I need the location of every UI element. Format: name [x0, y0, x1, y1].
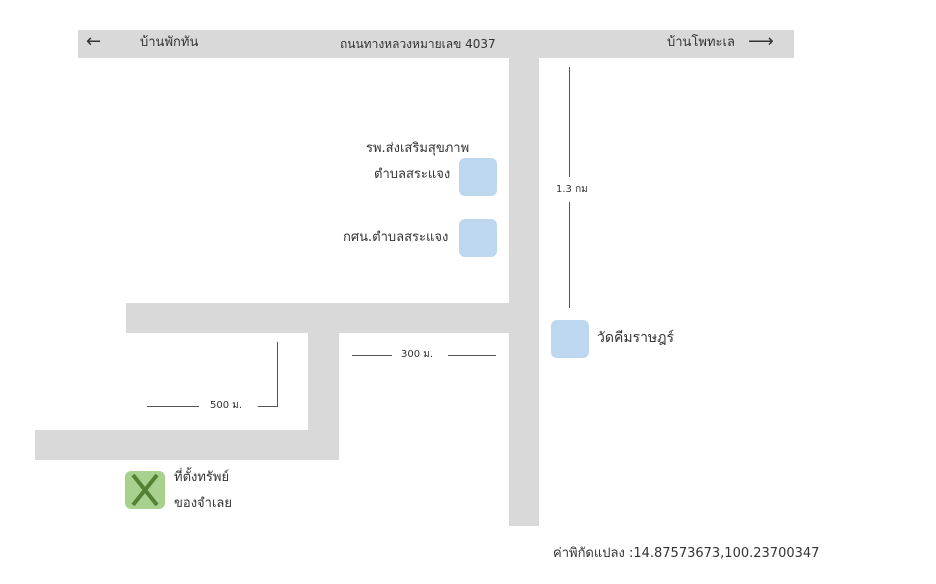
property-label-line1: ที่ตั้งทรัพย์ — [174, 470, 230, 485]
highway-name-label: ถนนทางหลวงหมายเลข 4037 — [340, 37, 496, 51]
distance-line-main-top — [569, 67, 570, 177]
hospital-marker — [459, 158, 497, 196]
left-arrow-icon: ← — [86, 31, 102, 52]
coordinates-label: ค่าพิกัดแปลง :14.87573673,100.23700347 — [553, 546, 820, 561]
distance-line-side-short — [258, 406, 278, 407]
temple-label: วัดคีมราษฎร์ — [597, 330, 675, 346]
distance-side-label: 500 ม. — [210, 400, 243, 411]
property-marker-icon: X — [125, 471, 165, 509]
highway-4037 — [78, 30, 794, 58]
village-right-label: บ้านโพทะเล — [667, 35, 735, 50]
distance-line-side-vertical — [277, 342, 278, 407]
village-left-label: บ้านพักทัน — [140, 35, 199, 50]
lower-road-horizontal — [35, 430, 308, 460]
distance-line-side-horizontal — [147, 406, 199, 407]
distance-main-label: 1.3 กม — [556, 184, 588, 195]
connector-road-vertical — [308, 333, 339, 460]
property-label-line2: ของจำเลย — [174, 496, 232, 511]
distance-line-main-bottom — [569, 202, 570, 308]
main-road-vertical — [509, 58, 539, 526]
hospital-label-line1: รพ.ส่งเสริมสุขภาพ — [366, 141, 470, 156]
branch-road-horizontal — [126, 303, 509, 333]
distance-line-branch-left — [352, 355, 392, 356]
distance-branch-label: 300 ม. — [401, 349, 434, 360]
learning-center-marker — [459, 219, 497, 257]
temple-marker — [551, 320, 589, 358]
learning-center-label: กศน.ตำบลสระแจง — [343, 230, 449, 245]
hospital-label-line2: ตำบลสระแจง — [374, 167, 451, 182]
right-arrow-icon: ⟶ — [748, 31, 774, 52]
x-mark-icon — [131, 473, 159, 507]
distance-line-branch-right — [448, 355, 496, 356]
